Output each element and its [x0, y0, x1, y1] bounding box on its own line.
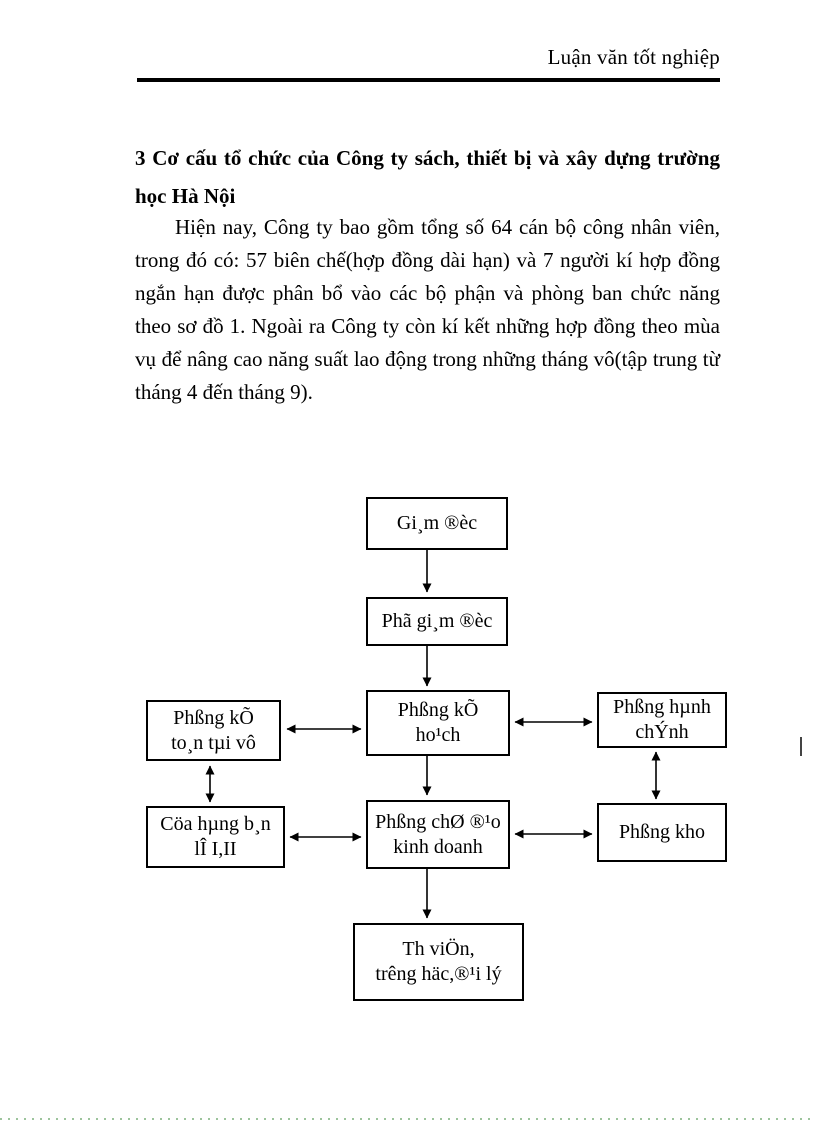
org-box-label: lÎ I,II	[194, 838, 237, 860]
org-box-director: Gi¸m ®èc	[366, 497, 508, 550]
org-box-label: Phßng chØ ®¹o	[375, 810, 501, 833]
org-box-library: Th viÖn, trêng häc,®¹i lý	[353, 923, 524, 1001]
page-header-title: Luận văn tốt nghiệp	[547, 45, 720, 69]
org-box-deputy-director: Phã gi¸m ®èc	[366, 597, 508, 646]
org-box-label: Phßng kÕ	[173, 706, 254, 729]
org-box-label: Phßng kho	[618, 821, 706, 843]
body-paragraph: Hiện nay, Công ty bao gồm tổng số 64 cán…	[135, 215, 720, 404]
org-box-administration: Phßng hµnh chÝnh	[597, 692, 727, 748]
stray-cursor-mark	[800, 737, 802, 756]
page-bottom-dotted-rule	[0, 1118, 816, 1120]
org-box-label: Phßng hµnh	[613, 696, 711, 718]
org-box-label: Th viÖn,	[402, 938, 475, 960]
org-box-accounting: Phßng kÕ to¸n tµi vô	[146, 700, 281, 761]
org-box-planning: Phßng kÕ ho¹ch	[366, 690, 510, 756]
section-heading: 3 Cơ cấu tổ chức của Công ty sách, thiết…	[135, 146, 720, 208]
org-box-label: Phã gi¸m ®èc	[381, 610, 493, 632]
org-box-label: ho¹ch	[415, 724, 461, 746]
org-box-label: chÝnh	[635, 721, 689, 743]
org-box-label: Phßng kÕ	[397, 699, 479, 721]
header-double-rule	[137, 78, 720, 82]
org-box-business-direction: Phßng chØ ®¹o kinh doanh	[366, 800, 510, 869]
org-box-label: to¸n tµi vô	[171, 731, 256, 754]
org-box-retail-stores: Cöa hµng b¸n lÎ I,II	[146, 806, 285, 868]
org-box-label: Cöa hµng b¸n	[160, 813, 271, 835]
org-box-label: kinh doanh	[393, 835, 483, 858]
org-box-label: trêng häc,®¹i lý	[375, 963, 502, 985]
org-box-warehouse: Phßng kho	[597, 803, 727, 862]
org-box-label: Gi¸m ®èc	[396, 512, 478, 534]
